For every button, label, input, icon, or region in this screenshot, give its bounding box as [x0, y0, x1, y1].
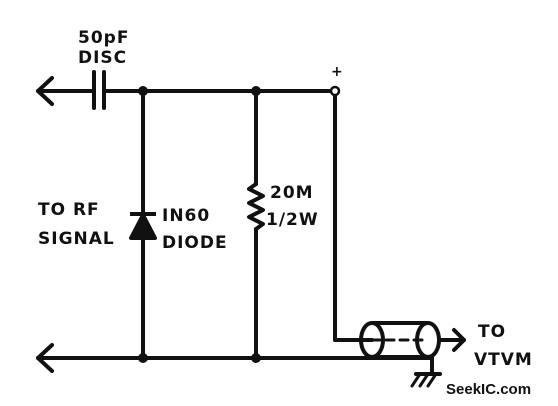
- capacitor-type-label: DISC: [78, 48, 128, 68]
- output-terminal: [329, 85, 341, 97]
- input-label-line1: TO RF: [38, 200, 100, 220]
- input-label-line2: SIGNAL: [38, 229, 115, 249]
- input-arrow-top: [36, 76, 96, 106]
- plus-sign-label: +: [331, 64, 344, 80]
- ground-symbol: [410, 356, 442, 388]
- output-label-line1: TO: [478, 322, 507, 342]
- output-arrow: [437, 328, 466, 352]
- resistor-value-label: 20M: [270, 183, 314, 203]
- diode-part-label: IN60: [162, 206, 211, 226]
- coax-cable: [359, 321, 441, 359]
- junction-dots: [138, 86, 261, 363]
- diode-type-label: DIODE: [162, 233, 228, 253]
- output-label-line2: VTVM: [474, 350, 533, 370]
- diode-symbol: [129, 212, 157, 240]
- resistor-rating-label: 1/2W: [266, 210, 319, 230]
- capacitor-value-label: 50pF: [78, 28, 130, 48]
- watermark-text: SeekIC.com: [446, 381, 532, 398]
- input-arrow-bottom: [36, 343, 434, 373]
- resistor-symbol: [247, 182, 265, 231]
